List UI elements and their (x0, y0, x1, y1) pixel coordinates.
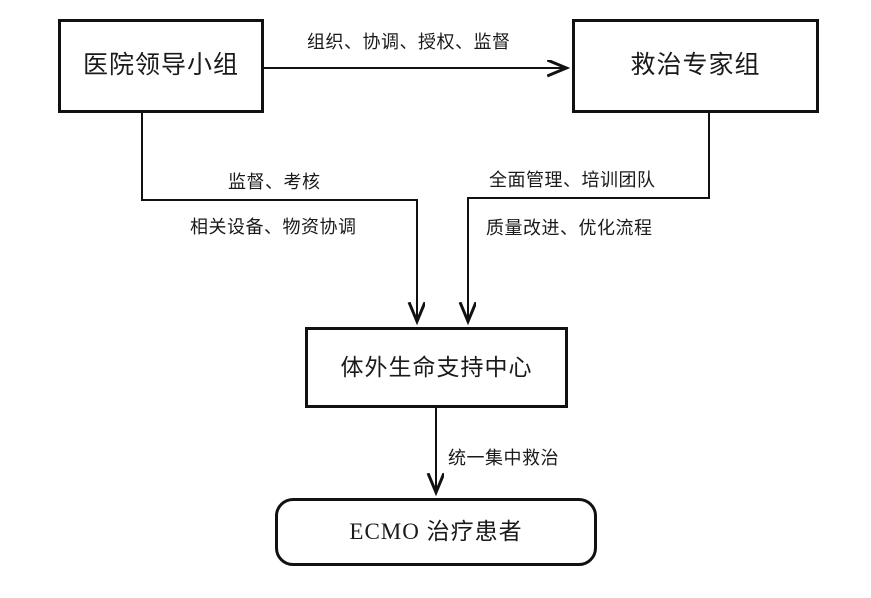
node-expert-group[interactable]: 救治专家组 (572, 19, 819, 113)
node-ecls-center-label: 体外生命支持中心 (340, 354, 533, 380)
edge-label-organize: 组织、协调、授权、监督 (307, 32, 511, 52)
node-hospital-leadership[interactable]: 医院领导小组 (58, 19, 264, 113)
edge-label-management: 全面管理、培训团队 (489, 170, 656, 190)
edge-label-unified: 统一集中救治 (448, 448, 559, 468)
edge-label-supervise: 监督、考核 (228, 172, 321, 192)
edge-label-equipment: 相关设备、物资协调 (190, 217, 357, 237)
node-ecmo-patient-label: ECMO 治疗患者 (349, 519, 523, 545)
node-ecmo-patient[interactable]: ECMO 治疗患者 (275, 498, 597, 566)
edge-label-quality: 质量改进、优化流程 (486, 218, 653, 238)
node-hospital-leadership-label: 医院领导小组 (82, 52, 239, 79)
node-expert-group-label: 救治专家组 (630, 52, 761, 79)
node-ecls-center[interactable]: 体外生命支持中心 (305, 327, 568, 408)
